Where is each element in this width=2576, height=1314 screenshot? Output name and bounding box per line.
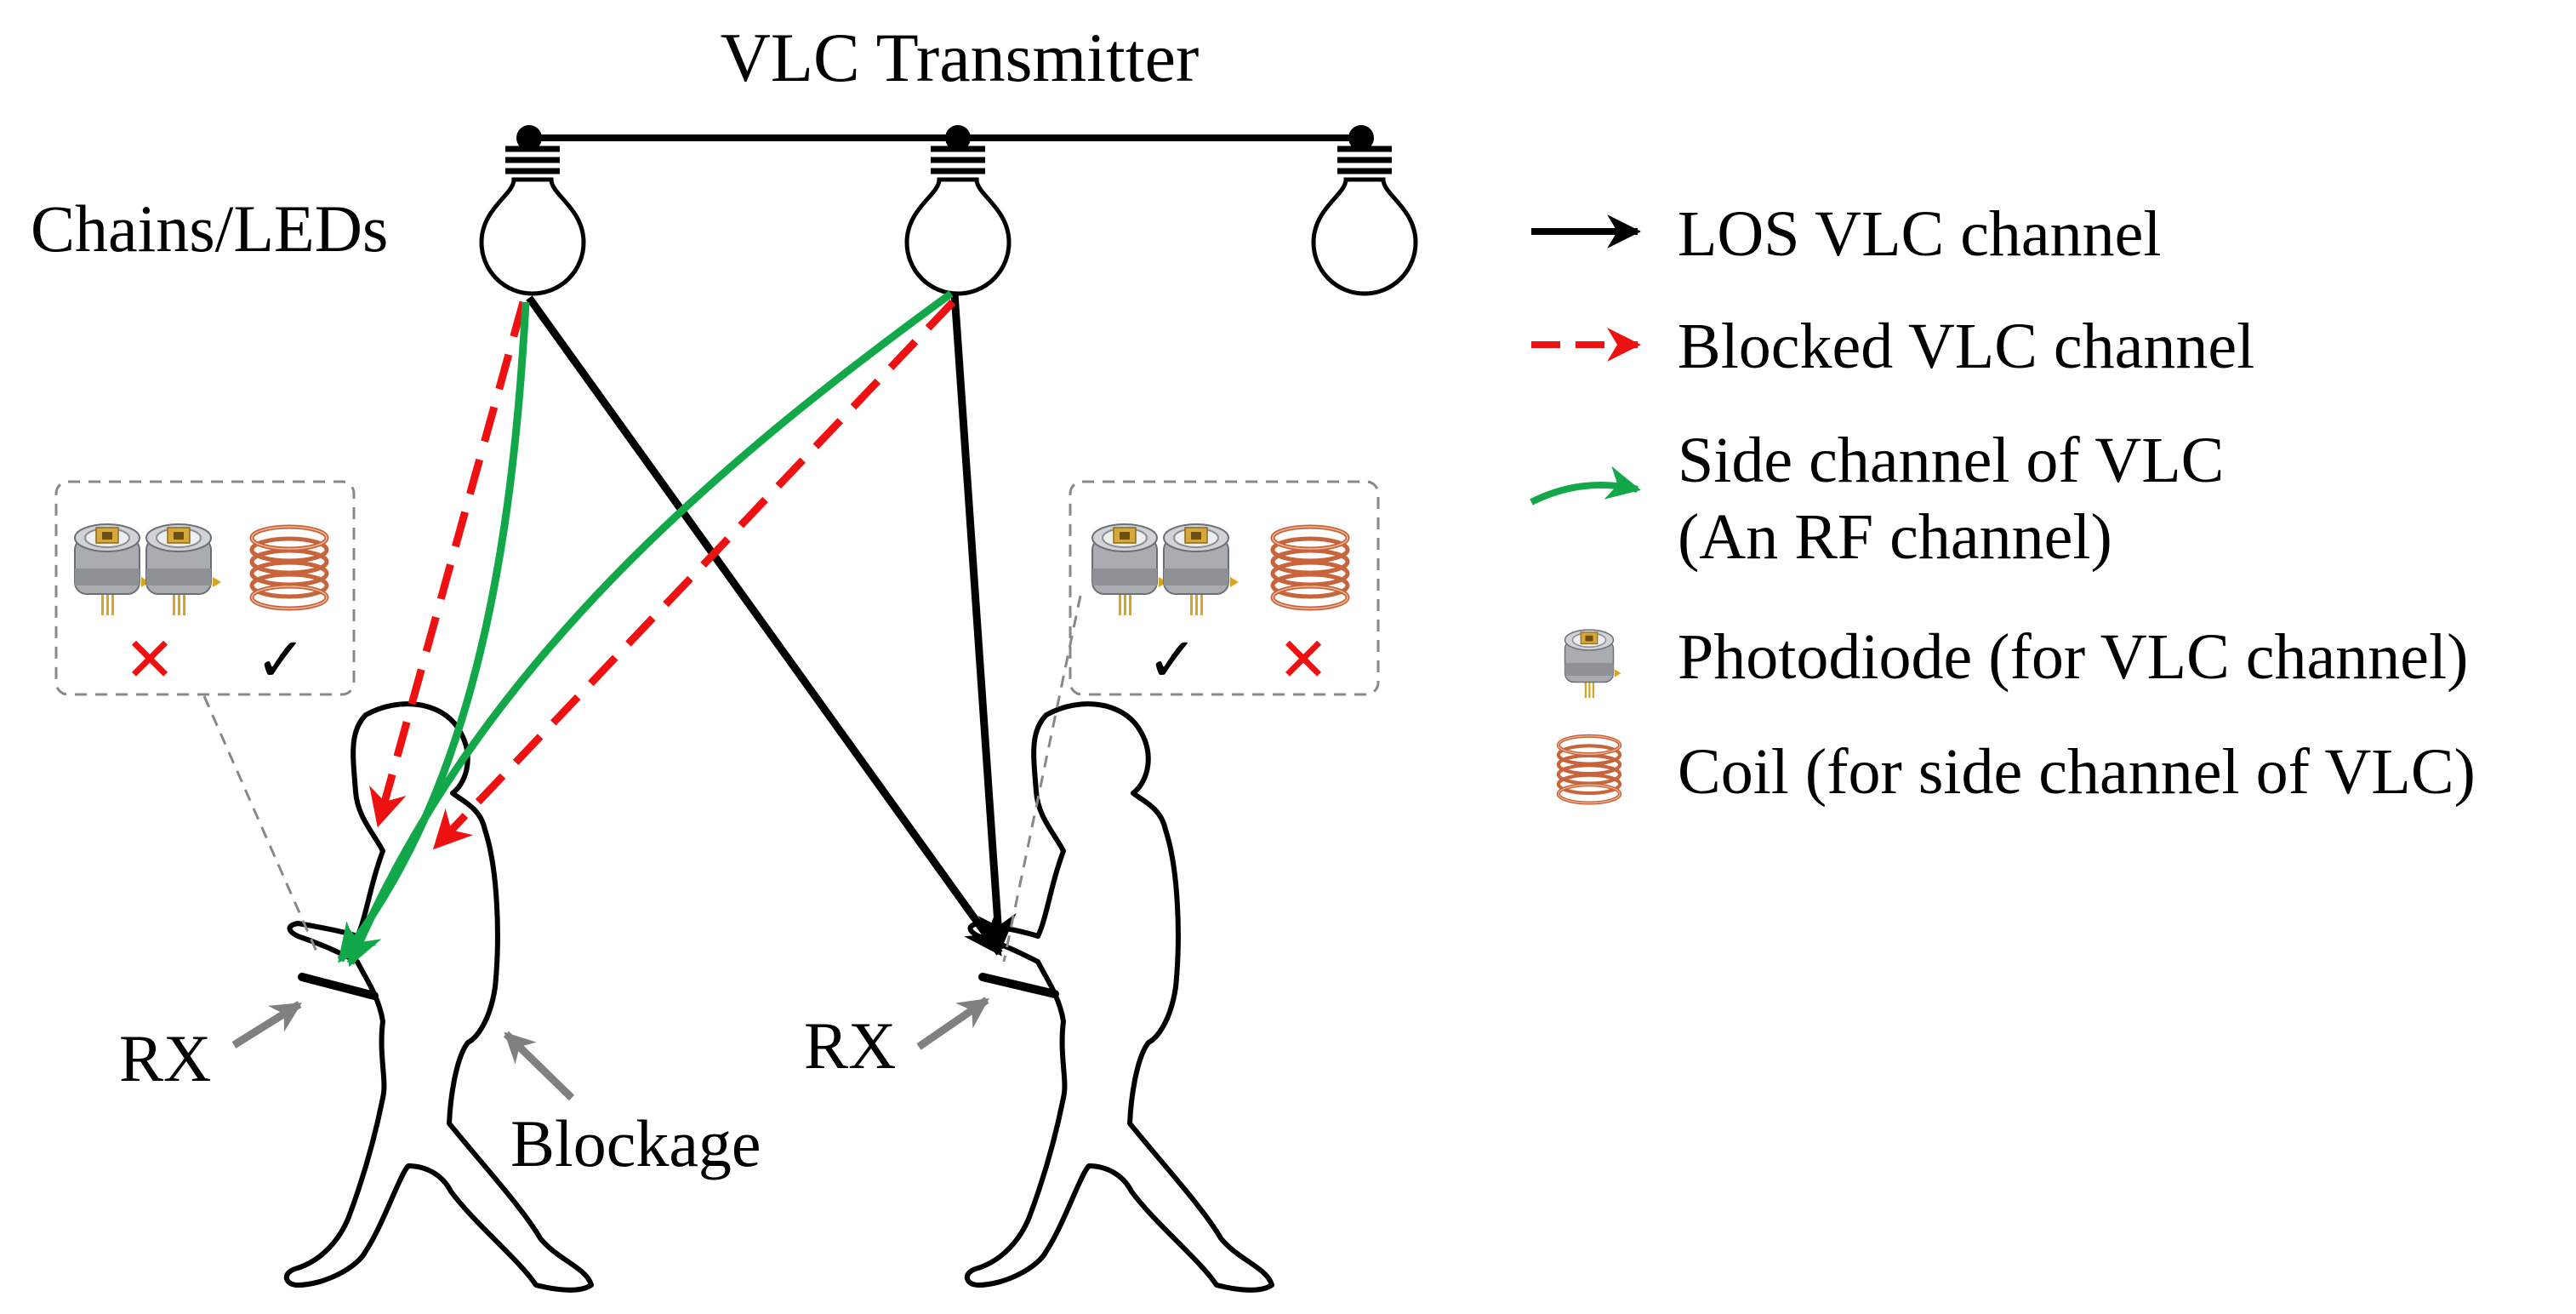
legend-text-photodiode: Photodiode (for VLC channel): [1678, 621, 2468, 693]
phone-rx-1: [298, 973, 379, 1000]
photodiode-icon: [1564, 629, 1622, 699]
rx2-label: RX: [804, 1008, 896, 1083]
rx2-pointer: [916, 997, 989, 1050]
legend-item-los: LOS VLC channel: [1531, 198, 2162, 270]
phone-rx-2: [978, 973, 1059, 998]
photodiode-icon: [145, 523, 222, 616]
blocked-channel-1: [369, 300, 527, 828]
led-bus: [516, 125, 1374, 151]
legend-text-blocked: Blocked VLC channel: [1678, 311, 2254, 382]
coil-icon: [1273, 527, 1348, 608]
diagram-title: VLC Transmitter: [721, 19, 1200, 96]
rx2-component-box: ✓ ✕: [1002, 480, 1380, 963]
rx1-photodiode-status: ✕: [124, 626, 175, 694]
photodiode-icon: [74, 523, 151, 616]
legend-item-coil: Coil (for side channel of VLC): [1559, 736, 2476, 808]
legend-text-coil: Coil (for side channel of VLC): [1678, 736, 2476, 808]
legend: LOS VLC channel Blocked VLC channel Side…: [1530, 198, 2476, 808]
rx1-component-box: ✕ ✓: [54, 480, 356, 952]
blockage-pointer: [503, 1031, 575, 1101]
blockage-label: Blockage: [510, 1106, 761, 1180]
rx2-photodiode-status: ✓: [1147, 626, 1198, 694]
coil-icon: [1559, 736, 1620, 803]
legend-text-los: LOS VLC channel: [1678, 198, 2162, 270]
legend-item-photodiode: Photodiode (for VLC channel): [1564, 621, 2468, 699]
led-bulb-3: [1314, 149, 1416, 294]
legend-text-side-2: (An RF channel): [1678, 501, 2112, 573]
legend-item-side: Side channel of VLC (An RF channel): [1530, 425, 2224, 573]
rx1-pointer: [231, 1001, 303, 1048]
legend-item-blocked: Blocked VLC channel: [1531, 311, 2254, 382]
legend-text-side: Side channel of VLC: [1678, 425, 2224, 496]
side-channel-2: [345, 290, 954, 968]
led-label: Chains/LEDs: [31, 191, 388, 266]
los-channel-2: [950, 293, 1017, 953]
photodiode-icon: [1091, 523, 1168, 616]
person-los: [967, 704, 1272, 1290]
rx1-coil-status: ✓: [255, 626, 306, 694]
rx2-coil-status: ✕: [1278, 626, 1329, 694]
blocked-channel-2: [432, 299, 956, 850]
led-bulb-2: [907, 149, 1009, 294]
rx1-label: RX: [119, 1021, 211, 1095]
coil-icon: [252, 527, 327, 608]
photodiode-icon: [1163, 523, 1240, 616]
los-channel-1: [526, 295, 1003, 957]
green-curved-arrow-icon: [1530, 466, 1641, 506]
led-bulb-1: [482, 149, 584, 294]
